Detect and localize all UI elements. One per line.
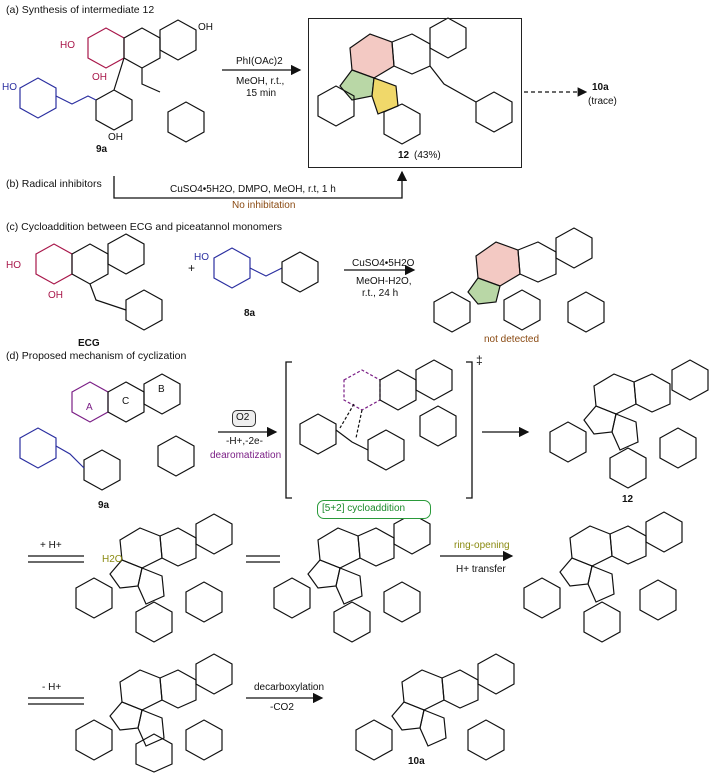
ho-ecg: HO [6, 260, 21, 271]
molecule-row2-1 [75, 513, 233, 643]
molecule-9a-d [19, 373, 195, 491]
ring-label-a: A [86, 402, 93, 413]
molecule-10a [355, 653, 515, 761]
conditions-b: CuSO4•5H2O, DMPO, MeOH, r.t, 1 h [170, 184, 336, 195]
section-b-title: (b) Radical inhibitors [6, 178, 102, 190]
ho-9a-left: HO [2, 82, 17, 93]
ring-galloyl [167, 101, 205, 143]
eq-arrow-2 [246, 555, 280, 563]
molecule-c-product [433, 227, 605, 333]
label-12-a: 12 [398, 150, 410, 161]
ring-stilbene-right [95, 89, 133, 131]
product-12-box [308, 18, 522, 168]
eq-arrow-1 [28, 555, 84, 563]
vinyl-bridge [55, 95, 97, 105]
arrow-text-d: -H+,-2e- [226, 436, 263, 447]
trace-note: (trace) [588, 96, 617, 107]
molecule-row2-3 [523, 511, 683, 643]
molecule-12-boxed [317, 17, 513, 145]
yield-12-a: (43%) [414, 150, 441, 161]
ts-bracket-left [285, 361, 292, 499]
ring-b-catechol [159, 19, 197, 61]
plus-c: + [188, 261, 196, 275]
molecule-9a-a [19, 19, 205, 143]
ring-resorcinol-12 [383, 103, 421, 145]
cycloaddition-label: [5+2] cycloaddition [322, 503, 406, 514]
step-ring-opening: ring-opening [454, 540, 510, 551]
molecule-ecg [35, 233, 163, 331]
ring-label-c: C [122, 396, 130, 407]
ring-catechol-left [19, 77, 57, 119]
conditions-c-1: MeOH-H2O, [356, 276, 412, 287]
section-c-title: (c) Cycloaddition between ECG and piceat… [6, 221, 283, 233]
conditions-a-1: MeOH, r.t., [236, 76, 285, 87]
ring-galloyl-12 [475, 91, 513, 133]
ts-dagger: ‡ [476, 353, 483, 367]
reagent-c: CuSO4•5H2O [352, 258, 415, 269]
label-10a-a: 10a [592, 82, 609, 93]
step-decarboxylation: decarboxylation [254, 682, 325, 693]
oh-ecg: OH [48, 290, 63, 301]
label-9a-a: 9a [96, 144, 108, 155]
conditions-a-2: 15 min [246, 88, 277, 99]
molecule-8a [213, 247, 319, 293]
label-9a-d: 9a [98, 500, 110, 511]
result-b: No inhibitation [232, 200, 296, 211]
step-deprotonation: - H+ [42, 682, 62, 693]
arrow-b-inhibitor [113, 170, 408, 199]
molecule-row2-2 [273, 513, 431, 643]
cycloaddition-pill [317, 500, 431, 519]
molecule-ts [299, 359, 457, 471]
label-12-d: 12 [622, 494, 634, 505]
ring-c-pyran [123, 27, 161, 69]
label-ecg: ECG [78, 338, 100, 349]
eq-arrow-3 [28, 697, 84, 705]
section-a-title: (a) Synthesis of intermediate 12 [6, 4, 155, 16]
o2-box [232, 410, 256, 427]
ho-8a: HO [194, 252, 209, 263]
ring-a-phloroglucinol [87, 27, 125, 69]
section-d-title: (d) Proposed mechanism of cyclization [6, 350, 187, 362]
oh-9a-a: OH [92, 72, 107, 83]
ring-catechol-12 [317, 85, 355, 127]
h2o-label-1: H2O [102, 554, 123, 565]
label-8a: 8a [244, 308, 256, 319]
molecule-12-d [549, 359, 709, 489]
oh-9a-resorcinol: OH [108, 132, 123, 143]
conditions-c-2: r.t., 24 h [362, 288, 399, 299]
ts-bracket-right [466, 361, 473, 499]
step-co2: -CO2 [270, 702, 294, 713]
ho-9a-top: HO [60, 40, 75, 51]
oxidant-o2: O2 [236, 412, 250, 423]
dearomatization-note: dearomatization [210, 450, 282, 461]
reagent-phi-oac: PhI(OAc)2 [236, 56, 283, 67]
label-10a-final: 10a [408, 756, 425, 767]
step-h-transfer: H+ transfer [456, 564, 506, 575]
step-protonation: + H+ [40, 540, 62, 551]
result-c: not detected [484, 334, 540, 345]
oh-9a-b: OH [198, 22, 213, 33]
molecule-row3-1 [75, 653, 233, 773]
ring-label-b: B [158, 384, 165, 395]
